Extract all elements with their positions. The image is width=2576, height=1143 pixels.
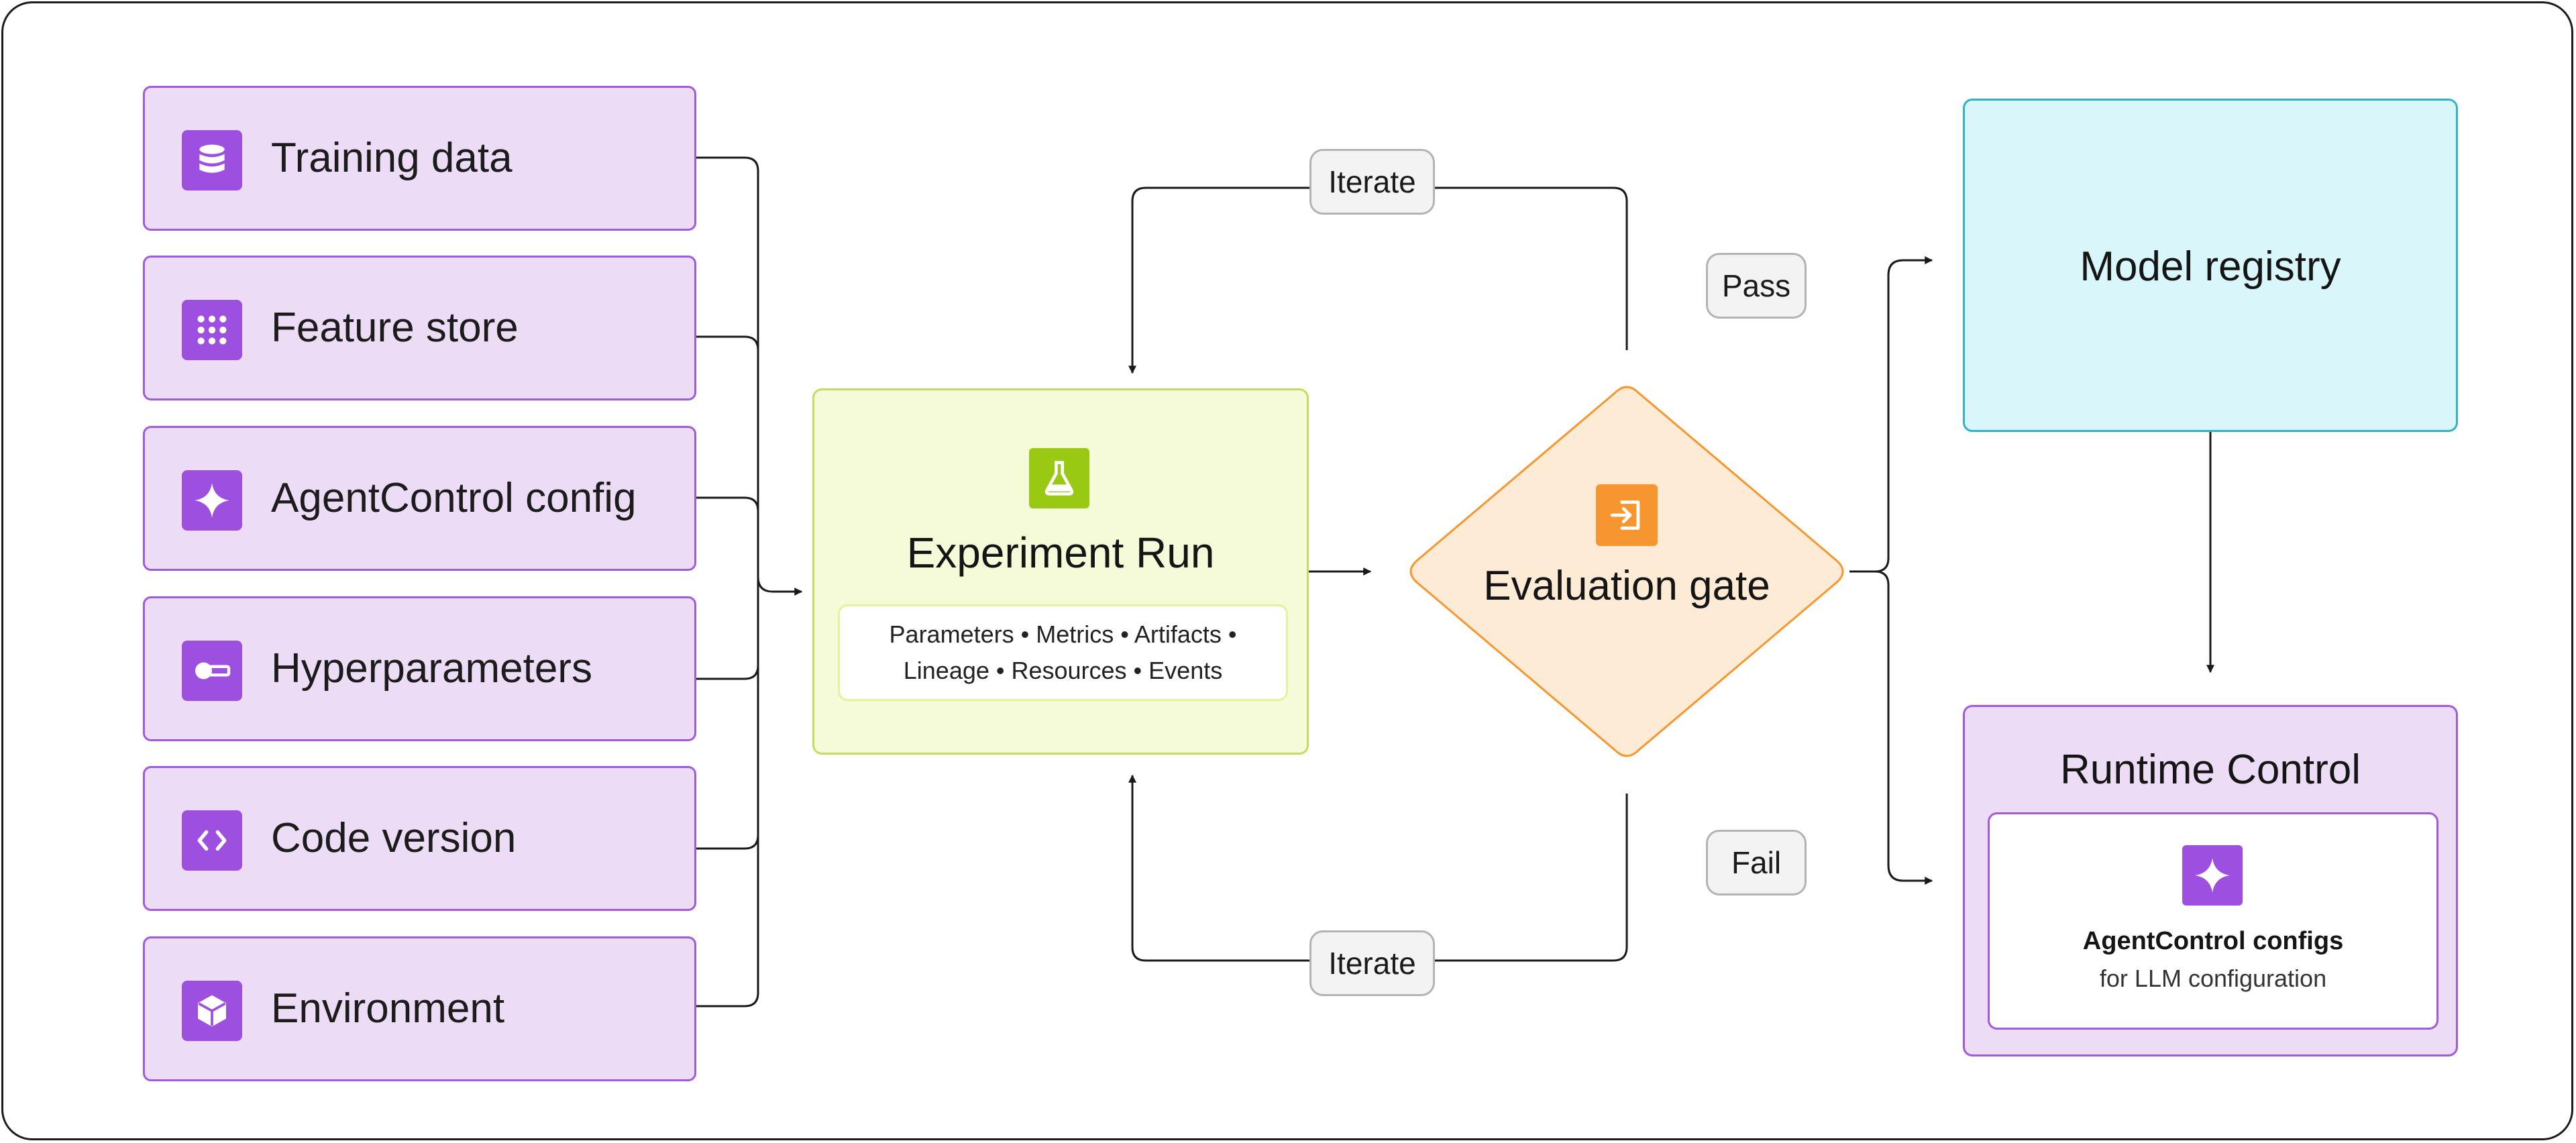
agentcontrol-configs-name: AgentControl configs	[2082, 927, 2344, 955]
sparkle-icon	[182, 470, 242, 531]
experiment-run-box: Experiment Run Parameters • Metrics • Ar…	[812, 388, 1309, 755]
evaluation-gate-label: Evaluation gate	[1483, 563, 1770, 609]
bus-branch-3	[696, 496, 759, 512]
input-feature-store: Feature store	[143, 256, 696, 400]
evaluation-gate-diamond	[1409, 386, 1844, 757]
top-loop	[1128, 186, 1628, 374]
bus-line	[696, 156, 759, 1008]
toggle-icon	[182, 641, 242, 701]
bus-branch-4	[696, 665, 759, 680]
enter-icon	[1596, 484, 1658, 546]
sparkle-icon	[2182, 845, 2243, 906]
model-registry-label: Model registry	[2080, 243, 2341, 290]
experiment-details: Parameters • Metrics • Artifacts • Linea…	[838, 604, 1288, 701]
gate-fail-out	[1874, 570, 1933, 885]
experiment-details-line: Parameters • Metrics • Artifacts •	[889, 620, 1237, 648]
grid-icon	[182, 300, 242, 360]
pass-pill: Pass	[1706, 253, 1807, 319]
input-label: AgentControl config	[271, 475, 637, 521]
model-registry-box: Model registry	[1963, 99, 2458, 432]
code-icon	[182, 810, 242, 871]
iterate-top-pill: Iterate	[1309, 149, 1435, 215]
input-agentcontrol-config: AgentControl config	[143, 426, 696, 571]
runtime-control-title: Runtime Control	[2060, 747, 2361, 793]
input-label: Environment	[271, 985, 505, 1032]
input-hyperparameters: Hyperparameters	[143, 596, 696, 741]
input-environment: Environment	[143, 936, 696, 1081]
bus-branch-2	[696, 335, 759, 351]
input-code-version: Code version	[143, 766, 696, 911]
bus-branch-5	[696, 834, 759, 850]
cube-icon	[182, 981, 242, 1041]
experiment-run-title: Experiment Run	[906, 529, 1215, 577]
input-label: Code version	[271, 815, 517, 861]
input-label: Training data	[271, 135, 513, 181]
experiment-details-line: Lineage • Resources • Events	[903, 657, 1223, 684]
input-label: Hyperparameters	[271, 645, 592, 692]
input-training-data: Training data	[143, 86, 696, 231]
input-label: Feature store	[271, 305, 519, 351]
runtime-control-box: Runtime Control AgentControl configs for…	[1963, 705, 2458, 1056]
agentcontrol-configs-card: AgentControl configs for LLM configurati…	[1988, 812, 2438, 1030]
bus-arrow	[757, 576, 803, 596]
database-icon	[182, 130, 242, 190]
agentcontrol-configs-desc: for LLM configuration	[2099, 965, 2327, 992]
iterate-bottom-pill: Iterate	[1309, 930, 1435, 996]
flask-icon	[1029, 448, 1089, 508]
gate-out	[1849, 256, 1933, 573]
fail-pill: Fail	[1706, 830, 1807, 895]
